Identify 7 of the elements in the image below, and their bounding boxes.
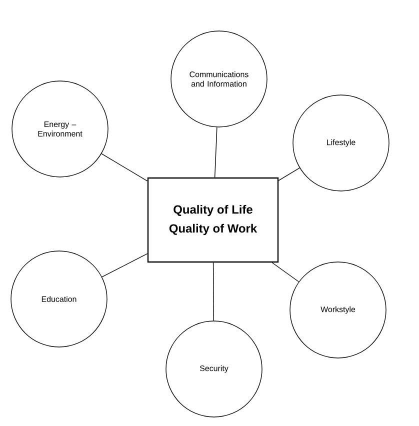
connector-line (214, 126, 218, 178)
connector-line (102, 253, 148, 278)
connector-line (272, 262, 300, 282)
connector-line (212, 262, 214, 321)
central-box: Quality of Life Quality of Work (147, 177, 279, 263)
connector-line (278, 168, 300, 181)
connector-line (101, 153, 148, 182)
